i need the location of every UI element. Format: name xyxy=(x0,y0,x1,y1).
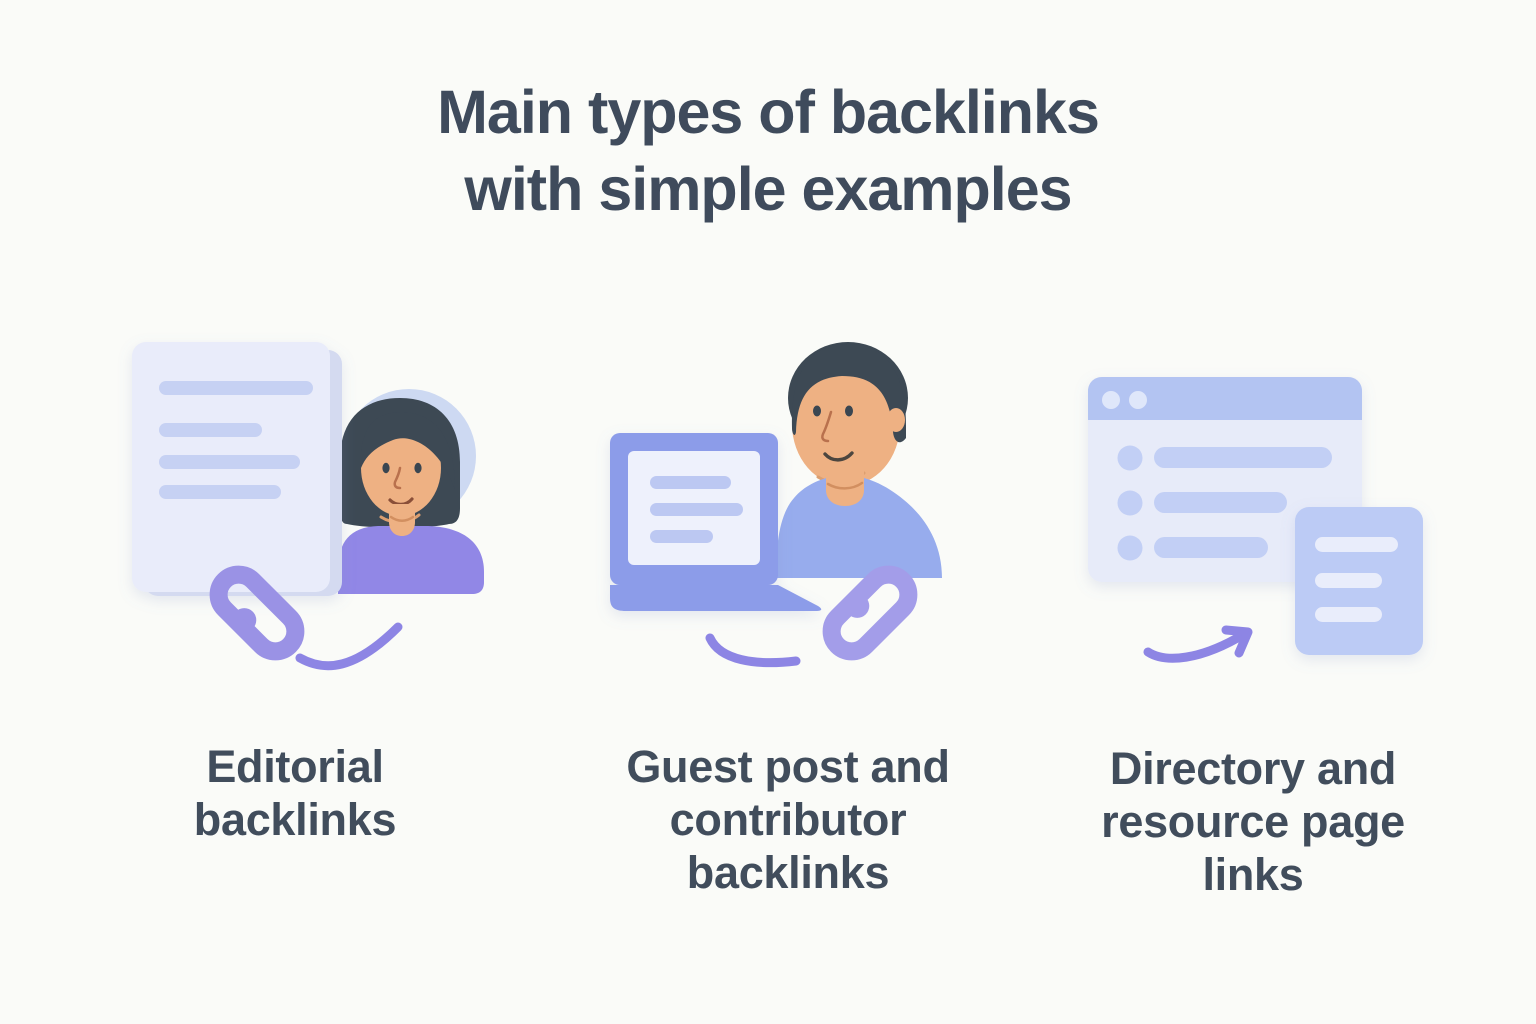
laptop-base xyxy=(610,585,822,611)
woman-eye-right xyxy=(414,462,422,474)
woman-avatar xyxy=(338,398,484,594)
document-text-line xyxy=(159,455,300,469)
illustration-directory-links xyxy=(1060,320,1500,700)
chain-link-icon xyxy=(822,565,918,661)
browser-window-icon xyxy=(1088,377,1362,582)
browser-list xyxy=(1117,445,1332,561)
arrow-icon xyxy=(1143,625,1253,663)
browser-header xyxy=(1088,377,1362,420)
document-text-line xyxy=(159,485,281,499)
chain-link-clasp xyxy=(235,608,257,629)
document-icon xyxy=(132,342,342,596)
list-line xyxy=(1154,492,1287,513)
man-neck-shade xyxy=(826,481,864,490)
man-neck xyxy=(826,468,864,506)
card-text-line xyxy=(1315,607,1382,622)
browser-body xyxy=(1088,377,1362,582)
man-nose xyxy=(821,410,833,443)
woman-hair-fringe xyxy=(361,412,455,490)
document-text-line xyxy=(159,381,313,395)
laptop-icon xyxy=(610,433,822,611)
laptop-text-line xyxy=(650,503,743,516)
browser-dot xyxy=(1129,391,1147,409)
card-text-line xyxy=(1315,537,1398,552)
directory-illustration-svg xyxy=(1088,377,1423,663)
man-shirt xyxy=(776,477,942,578)
caption-editorial-backlinks: Editorial backlinks xyxy=(193,741,397,846)
man-eye-left xyxy=(813,405,821,417)
page-title-line2: with simple examples xyxy=(464,155,1072,224)
guest-post-illustration-svg xyxy=(610,342,942,668)
list-line xyxy=(1154,447,1332,468)
chain-link-clasp xyxy=(848,597,870,618)
caption-guest-post-backlinks: Guest post and contributor backlinks xyxy=(626,741,950,899)
swoosh-icon xyxy=(705,633,801,668)
card-text-line xyxy=(1315,573,1382,588)
list-line xyxy=(1154,537,1268,558)
document-text-line xyxy=(159,423,262,437)
woman-eye-left xyxy=(382,462,390,474)
page-title: Main types of backlinks with simple exam… xyxy=(0,74,1536,229)
man-hair-fringe xyxy=(791,344,906,443)
page-title-line1: Main types of backlinks xyxy=(437,78,1100,146)
man-face xyxy=(792,362,900,486)
woman-shirt xyxy=(338,526,484,594)
man-ear xyxy=(887,408,905,432)
man-avatar xyxy=(776,342,942,578)
swoosh-icon xyxy=(295,622,403,671)
illustration-editorial-backlinks xyxy=(110,320,550,700)
list-bullet xyxy=(1117,490,1143,516)
laptop-text-line xyxy=(650,476,731,489)
arrow-head xyxy=(1221,625,1253,658)
illustration-guest-post-backlinks xyxy=(590,320,1030,700)
woman-nose xyxy=(393,466,402,490)
list-bullet xyxy=(1117,445,1143,471)
caption-directory-links: Directory and resource page links xyxy=(1101,743,1405,901)
woman-neck-shade xyxy=(389,515,415,522)
browser-dot xyxy=(1102,391,1120,409)
chain-link-ring xyxy=(822,565,918,661)
list-bullet xyxy=(1117,535,1143,561)
chain-link-icon xyxy=(209,565,305,661)
laptop-text-line xyxy=(650,530,713,543)
man-eye-right xyxy=(845,405,853,417)
man-mouth xyxy=(823,451,854,462)
editorial-illustration-svg xyxy=(132,342,484,671)
arrow-shaft xyxy=(1143,628,1251,663)
chain-link-ring xyxy=(209,565,305,661)
resource-card-icon xyxy=(1295,507,1423,655)
